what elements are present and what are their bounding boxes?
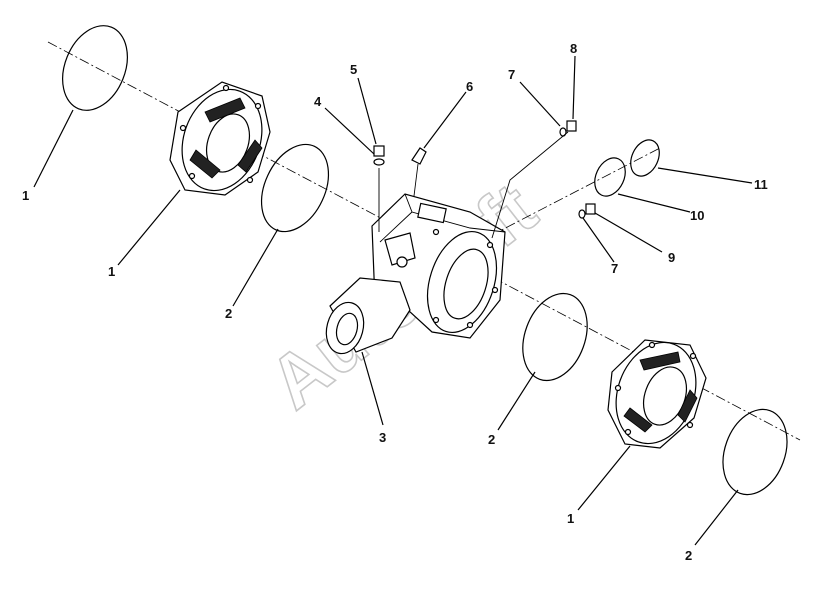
callout-3: 3 <box>379 430 386 445</box>
seal-washer-7-lower <box>578 209 586 219</box>
leader-3 <box>361 351 384 426</box>
fitting-leader <box>491 131 569 239</box>
gasket-ring-top-left <box>62 25 128 111</box>
callout-2d: 2 <box>685 548 692 563</box>
gasket-ring-upper-middle <box>260 143 330 233</box>
callout-11: 11 <box>754 177 768 192</box>
axle-housing <box>325 193 506 355</box>
callout-8: 8 <box>570 41 577 56</box>
leader-11 <box>657 167 753 184</box>
callout-2b: 2 <box>225 306 232 321</box>
callout-7a: 7 <box>508 67 515 82</box>
leader-8 <box>572 55 576 120</box>
leader-10 <box>617 193 691 213</box>
callout-6: 6 <box>466 79 473 94</box>
callout-5: 5 <box>350 62 357 77</box>
gasket-ring-lower-middle <box>522 292 588 382</box>
leader-7b <box>582 217 615 263</box>
end-cover-left <box>169 81 271 196</box>
leader-2a <box>33 109 74 188</box>
callout-4: 4 <box>314 94 322 109</box>
leader-5 <box>357 77 377 145</box>
end-cover-right <box>607 339 707 449</box>
leader-1a <box>117 189 181 266</box>
callout-7b: 7 <box>611 261 618 276</box>
callout-2a: 1 <box>22 188 29 203</box>
small-parts-axis <box>489 147 661 237</box>
callout-2c: 2 <box>488 432 495 447</box>
leader-7a <box>519 81 561 127</box>
callout-1b: 1 <box>567 511 574 526</box>
leader-6 <box>423 91 467 149</box>
o-ring-10 <box>594 157 626 197</box>
callout-1a: 1 <box>108 264 115 279</box>
breather-6 <box>411 147 427 197</box>
snap-ring-11 <box>630 139 660 177</box>
plug-4-5 <box>373 145 385 232</box>
leader-1b <box>577 445 631 511</box>
leader-2c <box>497 371 536 431</box>
plug-8 <box>566 120 577 132</box>
gasket-ring-bottom-right <box>722 408 788 496</box>
callout-9: 9 <box>668 250 675 265</box>
leader-2d <box>694 489 739 546</box>
leader-4 <box>324 107 375 155</box>
plug-9 <box>585 203 596 215</box>
callout-10: 10 <box>690 208 704 223</box>
leader-2b <box>232 228 279 307</box>
leader-9 <box>594 212 663 253</box>
